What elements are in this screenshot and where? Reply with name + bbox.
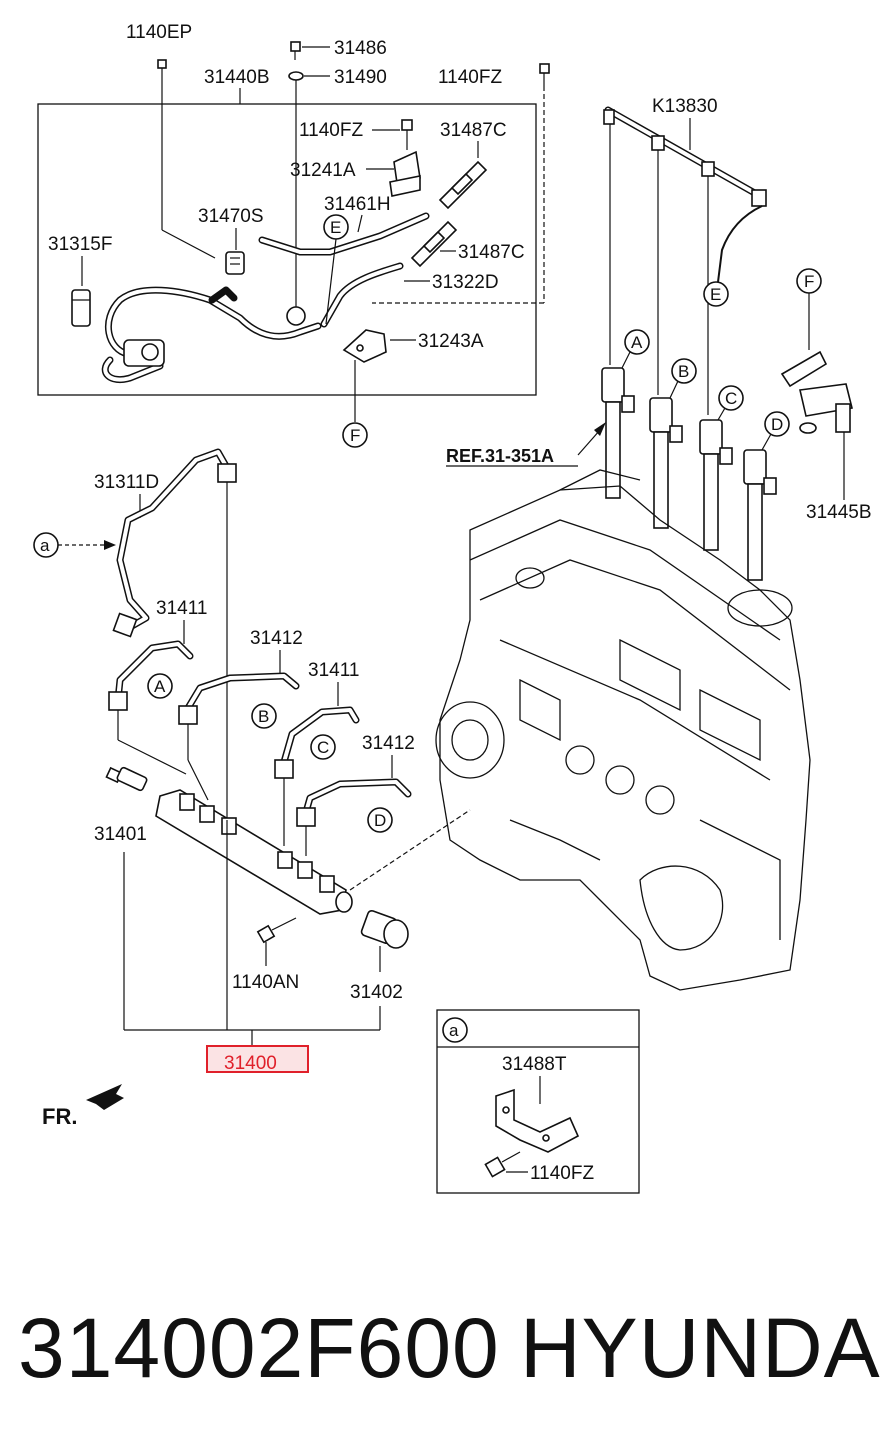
label-31461h: 31461H — [324, 194, 391, 215]
injector-4 — [743, 449, 777, 581]
clip-31241a — [389, 150, 421, 197]
injector-2 — [649, 397, 683, 529]
svg-text:B: B — [678, 362, 689, 381]
label-1140ep: 1140EP — [126, 22, 192, 43]
engine-block — [435, 469, 811, 991]
label-31411-1: 31411 — [156, 598, 207, 619]
label-k13830: K13830 — [652, 96, 718, 117]
svg-text:F: F — [350, 426, 360, 445]
bolt-1140an — [256, 917, 297, 966]
highlight-31400[interactable] — [206, 1045, 309, 1073]
bracket-31488t — [495, 1088, 580, 1153]
label-31411-2: 31411 — [308, 660, 359, 681]
connector-31487c-1 — [438, 160, 488, 210]
bolt-1140fz-top — [354, 63, 550, 422]
bracket-31243a — [342, 329, 387, 363]
callout-a-small-inset: a — [442, 1017, 468, 1043]
svg-text:D: D — [771, 415, 783, 434]
callout-d-injector: D — [761, 411, 790, 451]
svg-text:C: C — [725, 389, 737, 408]
label-31488t: 31488T — [502, 1054, 567, 1075]
callout-a-small-left: a — [33, 532, 116, 558]
bolt-1140fz-box — [372, 119, 413, 150]
injector-1 — [601, 367, 635, 499]
common-rail-31400 — [155, 789, 471, 915]
callout-c-injector: C — [717, 385, 744, 421]
label-ref-31-351a: REF.31-351A — [446, 446, 554, 466]
bolt-1140ep — [157, 59, 216, 259]
bracket-31445b — [780, 350, 853, 500]
label-31322d: 31322D — [432, 272, 499, 293]
callout-a-pipe: A — [147, 673, 173, 699]
label-fr: FR. — [42, 1104, 77, 1129]
callout-d-pipe: D — [367, 807, 393, 833]
svg-text:D: D — [374, 811, 386, 830]
hose-31322d — [320, 262, 404, 328]
label-1140fz-box: 1140FZ — [299, 120, 363, 141]
front-arrow-icon — [86, 1084, 124, 1110]
connector-31487c-2 — [410, 220, 458, 268]
callout-c-pipe: C — [310, 734, 336, 760]
brand-name: HYUNDAI — [520, 1301, 886, 1395]
valve-31402 — [360, 909, 409, 972]
sensor-31401 — [105, 766, 148, 792]
injector-3 — [699, 419, 733, 551]
callout-f-left: F — [342, 422, 368, 448]
label-1140an: 1140AN — [232, 972, 299, 993]
svg-text:E: E — [710, 285, 721, 304]
svg-text:a: a — [40, 536, 50, 555]
label-31311d: 31311D — [94, 472, 159, 493]
label-31486: 31486 — [334, 38, 387, 59]
label-31401: 31401 — [94, 824, 147, 845]
svg-text:F: F — [804, 272, 814, 291]
label-1140fz-inset: 1140FZ — [530, 1163, 594, 1184]
svg-text:E: E — [330, 218, 341, 237]
sensor-31470s — [225, 251, 245, 275]
label-31241a: 31241A — [290, 160, 356, 181]
label-31445b: 31445B — [806, 502, 872, 523]
pipe-31412-d — [302, 778, 412, 816]
part-number: 314002F600 — [18, 1301, 500, 1395]
callout-f-right: F — [796, 268, 822, 350]
svg-text:a: a — [449, 1021, 459, 1040]
callout-e-top: E — [323, 214, 349, 325]
label-1140fz-top: 1140FZ — [438, 67, 502, 88]
fuel-filter-connector — [123, 339, 165, 367]
label-31412-2: 31412 — [362, 733, 415, 754]
label-31402: 31402 — [350, 982, 403, 1003]
label-31490: 31490 — [334, 67, 387, 88]
label-31400[interactable]: 31400 — [224, 1053, 277, 1074]
callout-a-injector: A — [621, 329, 650, 369]
label-31440b: 31440B — [204, 67, 270, 88]
bolt-31486 — [290, 41, 330, 60]
label-31487c-1: 31487C — [440, 120, 507, 141]
label-31470s: 31470S — [198, 206, 264, 227]
callout-e-right: E — [703, 281, 729, 307]
callout-b-injector: B — [669, 358, 697, 399]
return-line-group-box — [37, 103, 537, 396]
svg-text:A: A — [154, 677, 166, 696]
svg-text:C: C — [317, 738, 329, 757]
inset-a-box — [436, 1009, 640, 1194]
connector-31315f — [71, 289, 91, 327]
washer-31490 — [288, 71, 330, 310]
svg-text:A: A — [631, 333, 643, 352]
label-31412-1: 31412 — [250, 628, 303, 649]
footer: 314002F600 HYUNDAI — [0, 1290, 886, 1420]
ref-arrow — [577, 422, 606, 456]
pipe-31412-b — [184, 672, 300, 712]
label-31315f: 31315F — [48, 234, 112, 255]
label-31487c-2: 31487C — [458, 242, 525, 263]
svg-text:B: B — [258, 707, 269, 726]
bolt-1140fz-inset — [484, 1151, 528, 1178]
label-31243a: 31243A — [418, 331, 484, 352]
callout-b-pipe: B — [251, 703, 277, 729]
